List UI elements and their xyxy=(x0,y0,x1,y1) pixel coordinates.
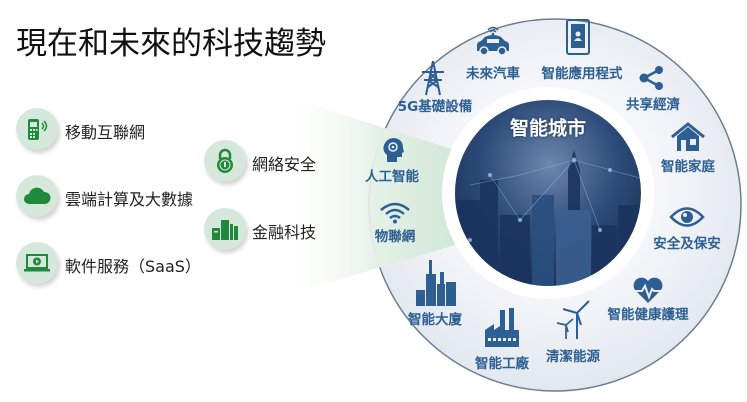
page-title: 現在和未來的科技趨勢 xyxy=(16,26,326,62)
left-item-mobile-internet: 移動互聯網 xyxy=(65,123,146,142)
ring-label-ai: 人工智能 xyxy=(365,169,419,185)
laptop-play-icon xyxy=(16,242,58,284)
ring-label-smart-factory: 智能工廠 xyxy=(475,356,529,372)
house-icon xyxy=(670,122,706,152)
left-item-cloud-big-data: 雲端計算及大數據 xyxy=(65,190,194,209)
green-wedge xyxy=(270,92,455,300)
ring-label-security: 安全及保安 xyxy=(653,236,721,252)
ring-label-iot: 物聯網 xyxy=(374,229,416,245)
smartphone-app-icon xyxy=(566,19,590,55)
left-item-saas: 軟件服務（SaaS） xyxy=(65,257,201,276)
ring-label-clean-energy: 清潔能源 xyxy=(546,349,600,365)
padlock-icon xyxy=(204,140,246,182)
mobile-phone-icon xyxy=(16,108,58,150)
bank-buildings-icon xyxy=(204,208,246,250)
ring-label-5g: 5G基礎設備 xyxy=(397,99,473,115)
left-item-cyber-security: 網絡安全 xyxy=(252,155,317,174)
ring-label-smart-building: 智能大廈 xyxy=(408,312,462,328)
factory-icon xyxy=(484,308,520,348)
ring-label-future-car: 未來汽車 xyxy=(466,66,520,82)
heart-pulse-icon xyxy=(632,276,664,304)
ring-label-sharing-economy: 共享經濟 xyxy=(626,97,680,113)
ai-head-icon xyxy=(381,137,405,163)
eye-icon xyxy=(669,206,705,228)
center-label: 智能城市 xyxy=(509,117,587,140)
left-item-fintech: 金融科技 xyxy=(252,223,317,242)
ring-label-smart-home: 智能家庭 xyxy=(661,159,715,175)
ring-label-healthcare: 智能健康護理 xyxy=(607,307,689,323)
cloud-icon xyxy=(16,175,58,217)
share-icon xyxy=(638,66,666,90)
connected-car-icon xyxy=(474,24,512,56)
skyscraper-icon xyxy=(415,260,457,306)
transmission-tower-icon xyxy=(420,60,446,96)
ring-label-smart-app: 智能應用程式 xyxy=(541,66,623,82)
wind-turbine-icon xyxy=(555,299,591,341)
wifi-icon xyxy=(379,202,411,224)
